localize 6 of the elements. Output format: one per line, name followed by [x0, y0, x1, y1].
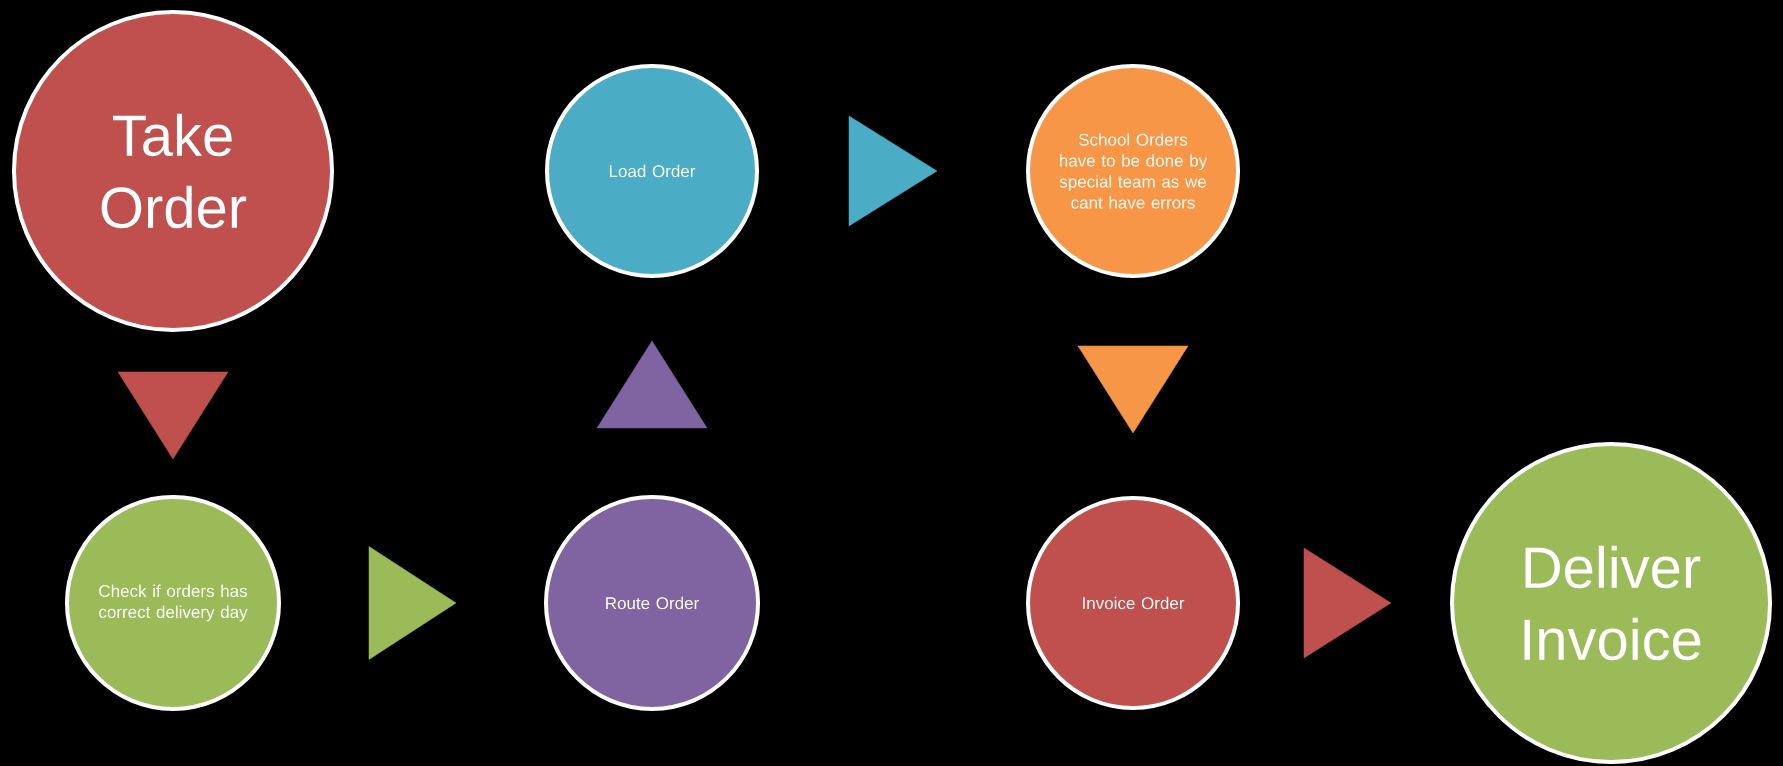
arrow [1303, 547, 1392, 659]
arrow [596, 340, 708, 429]
arrow [368, 546, 457, 660]
arrow [117, 371, 229, 460]
arrow [848, 115, 938, 227]
arrow [1077, 345, 1189, 434]
